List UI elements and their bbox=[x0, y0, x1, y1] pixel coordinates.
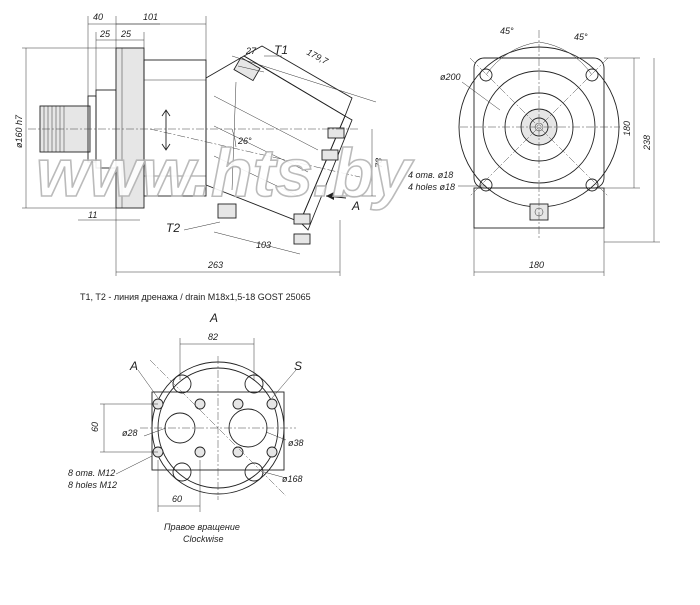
front-holes-en: 4 holes ø18 bbox=[408, 182, 455, 192]
front-angle-45-left: 45° bbox=[500, 26, 514, 36]
watermark: www.hts.by bbox=[36, 135, 414, 211]
view-a-label-s: S bbox=[294, 359, 302, 373]
view-a-holes-ru: 8 отв. M12 bbox=[68, 468, 115, 478]
view-a: A bbox=[68, 311, 304, 544]
front-dim-diameter-200: ø200 bbox=[440, 72, 461, 82]
front-view: 45° 45° ø200 180 238 4 отв. ø18 4 holes … bbox=[408, 26, 660, 276]
drain-note: T1, T2 - линия дренажа / drain M18x1,5-1… bbox=[80, 292, 311, 302]
label-t2: T2 bbox=[166, 221, 180, 235]
front-dim-180-vertical: 180 bbox=[622, 121, 632, 136]
front-angle-45-right: 45° bbox=[574, 32, 588, 42]
dim-25-right: 25 bbox=[120, 29, 132, 39]
front-dim-238: 238 bbox=[642, 135, 652, 151]
side-view: 40 101 25 25 179,7 27 T1 ø160 h7 26° 78 … bbox=[14, 12, 384, 302]
view-a-dim-82: 82 bbox=[208, 332, 218, 342]
rotation-en: Clockwise bbox=[183, 534, 224, 544]
front-dim-180-horizontal: 180 bbox=[529, 260, 544, 270]
dim-78: 78 bbox=[374, 158, 384, 168]
dim-27: 27 bbox=[245, 46, 257, 56]
dim-diameter-160: ø160 h7 bbox=[14, 114, 24, 148]
view-a-dim-diameter-28: ø28 bbox=[122, 428, 138, 438]
dim-179-7: 179,7 bbox=[305, 47, 330, 67]
m12-holes bbox=[152, 398, 278, 458]
dim-263: 263 bbox=[207, 260, 223, 270]
side-dimension-lines bbox=[22, 16, 377, 276]
view-a-dim-diameter-168: ø168 bbox=[282, 474, 303, 484]
view-a-marker: A bbox=[351, 199, 360, 213]
dim-angle-26: 26° bbox=[237, 136, 252, 146]
dim-103: 103 bbox=[256, 240, 271, 250]
rotation-ru: Правое вращение bbox=[164, 522, 240, 532]
front-holes-ru: 4 отв. ø18 bbox=[408, 170, 453, 180]
dim-25-left: 25 bbox=[99, 29, 111, 39]
view-a-holes-en: 8 holes M12 bbox=[68, 480, 117, 490]
view-a-dim-diameter-38: ø38 bbox=[288, 438, 304, 448]
dim-40: 40 bbox=[93, 12, 103, 22]
view-a-dim-60-horizontal: 60 bbox=[172, 494, 182, 504]
view-a-title: A bbox=[209, 311, 218, 325]
view-a-label-a: A bbox=[129, 359, 138, 373]
label-t1: T1 bbox=[274, 43, 288, 57]
view-a-dim-60-vertical: 60 bbox=[90, 422, 100, 432]
dim-101: 101 bbox=[143, 12, 158, 22]
mounting-flange bbox=[115, 47, 207, 209]
angled-body bbox=[205, 45, 353, 245]
dim-11: 11 bbox=[88, 210, 97, 220]
